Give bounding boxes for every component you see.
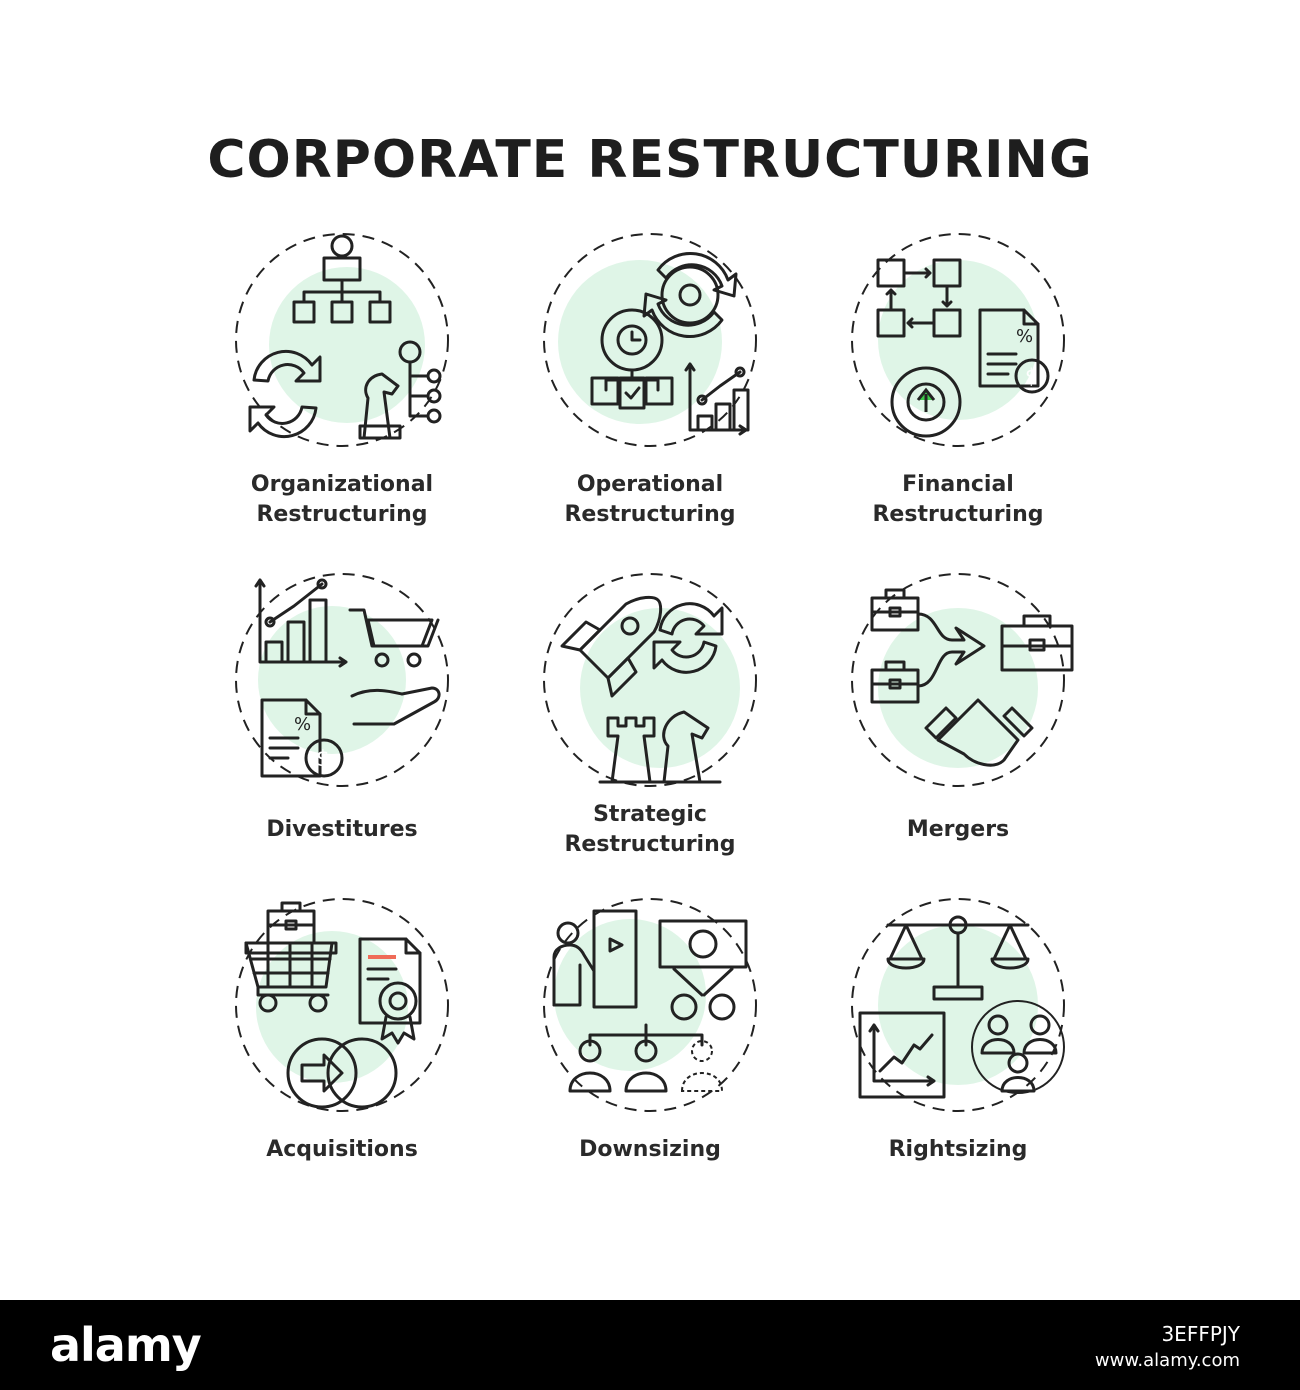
svg-text:%: %: [1016, 326, 1033, 347]
footer-url: www.alamy.com: [1094, 1350, 1240, 1371]
icon-label: Downsizing: [579, 1137, 721, 1162]
cart-certificate-icon: [235, 898, 449, 1112]
icon-label: Acquisitions: [266, 1137, 418, 1162]
gears-workflow-icon: [543, 233, 757, 447]
org-chart-icon: [235, 233, 449, 447]
svg-text:$: $: [316, 747, 330, 772]
scissors-people-icon: [543, 898, 757, 1112]
icon-label: Rightsizing: [888, 1137, 1028, 1162]
icon-label: Mergers: [906, 817, 1010, 842]
icon-label: Divestitures: [266, 817, 418, 842]
footer-bar: alamy 3EFFPJY www.alamy.com: [0, 1300, 1300, 1390]
briefcase-handshake-icon: [851, 573, 1074, 787]
scales-chart-icon: [851, 898, 1065, 1112]
brand-logo: alamy: [50, 1318, 202, 1372]
finance-flow-icon: % $: [851, 233, 1065, 447]
svg-text:$: $: [1025, 364, 1038, 388]
page-title: CORPORATE RESTRUCTURING: [207, 130, 1093, 190]
svg-text:%: %: [294, 714, 311, 735]
sale-hand-icon: % $: [235, 573, 449, 787]
rocket-chess-icon: [543, 573, 757, 787]
image-id: 3EFFPJY: [1161, 1322, 1240, 1346]
